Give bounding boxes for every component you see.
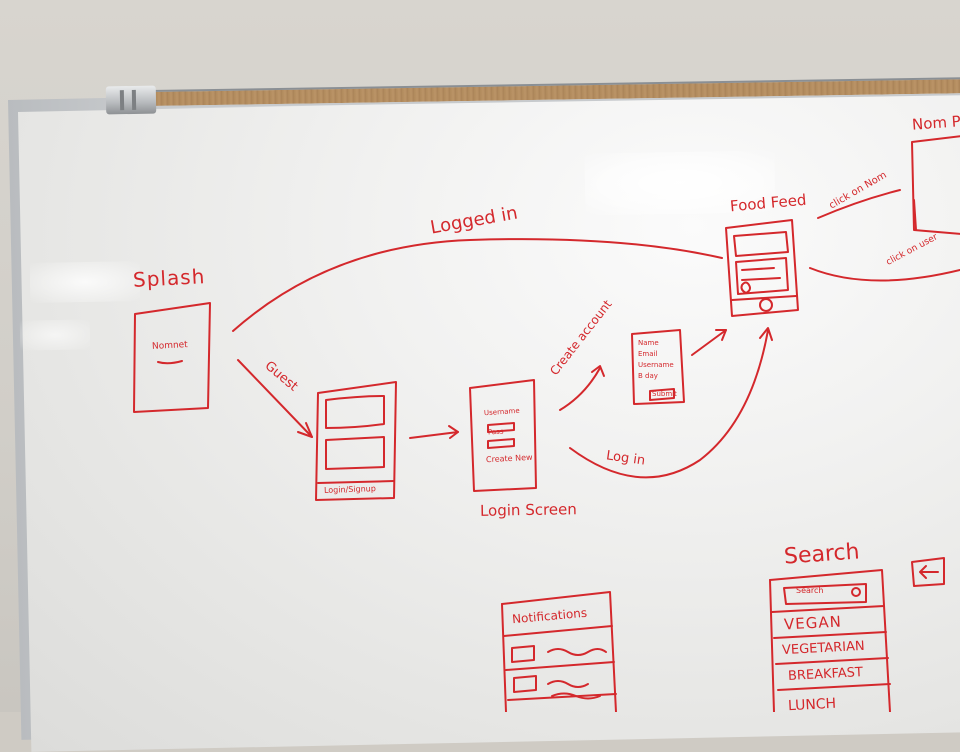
search-frame <box>769 569 891 712</box>
logged-in-arrow <box>232 238 723 332</box>
back-arrow-box <box>911 557 945 587</box>
form-to-feed-arrow <box>691 329 727 356</box>
form-email: Email <box>638 350 658 358</box>
search-item-vegan: VEGAN <box>783 612 843 634</box>
form-name: Name <box>638 339 659 347</box>
login-screen-frame <box>469 379 537 492</box>
wireframe-sketch <box>133 135 960 712</box>
splash-app-name: Nomnet <box>151 340 188 352</box>
notifications-frame <box>501 591 617 712</box>
form-bday: B day <box>638 372 658 380</box>
login-screen-title: Login Screen <box>479 500 577 520</box>
search-item-breakfast: BREAKFAST <box>787 665 864 684</box>
search-title: Search <box>783 539 861 570</box>
search-item-lunch: LUNCH <box>787 695 837 715</box>
food-feed-frame <box>725 219 799 317</box>
form-username: Username <box>638 361 674 369</box>
guest-frame <box>315 381 397 501</box>
click-on-nom-arrow <box>817 189 901 219</box>
splash-frame <box>133 302 211 413</box>
nom-page-frame <box>911 135 960 235</box>
create-account-arrow <box>559 367 601 411</box>
splash-underline <box>157 360 183 365</box>
search-box-text: Search <box>796 586 824 595</box>
click-on-user-arrow <box>809 267 960 282</box>
form-submit-button: Submit <box>652 390 677 398</box>
create-form-frame <box>631 329 685 405</box>
guest-arrow <box>237 359 313 438</box>
nom-page-title: Nom P <box>911 112 960 134</box>
splash-title: Splash <box>132 264 206 292</box>
guest-to-login-arrow <box>409 431 459 439</box>
login-arrow <box>569 329 769 479</box>
login-pass: Pass <box>487 427 504 437</box>
